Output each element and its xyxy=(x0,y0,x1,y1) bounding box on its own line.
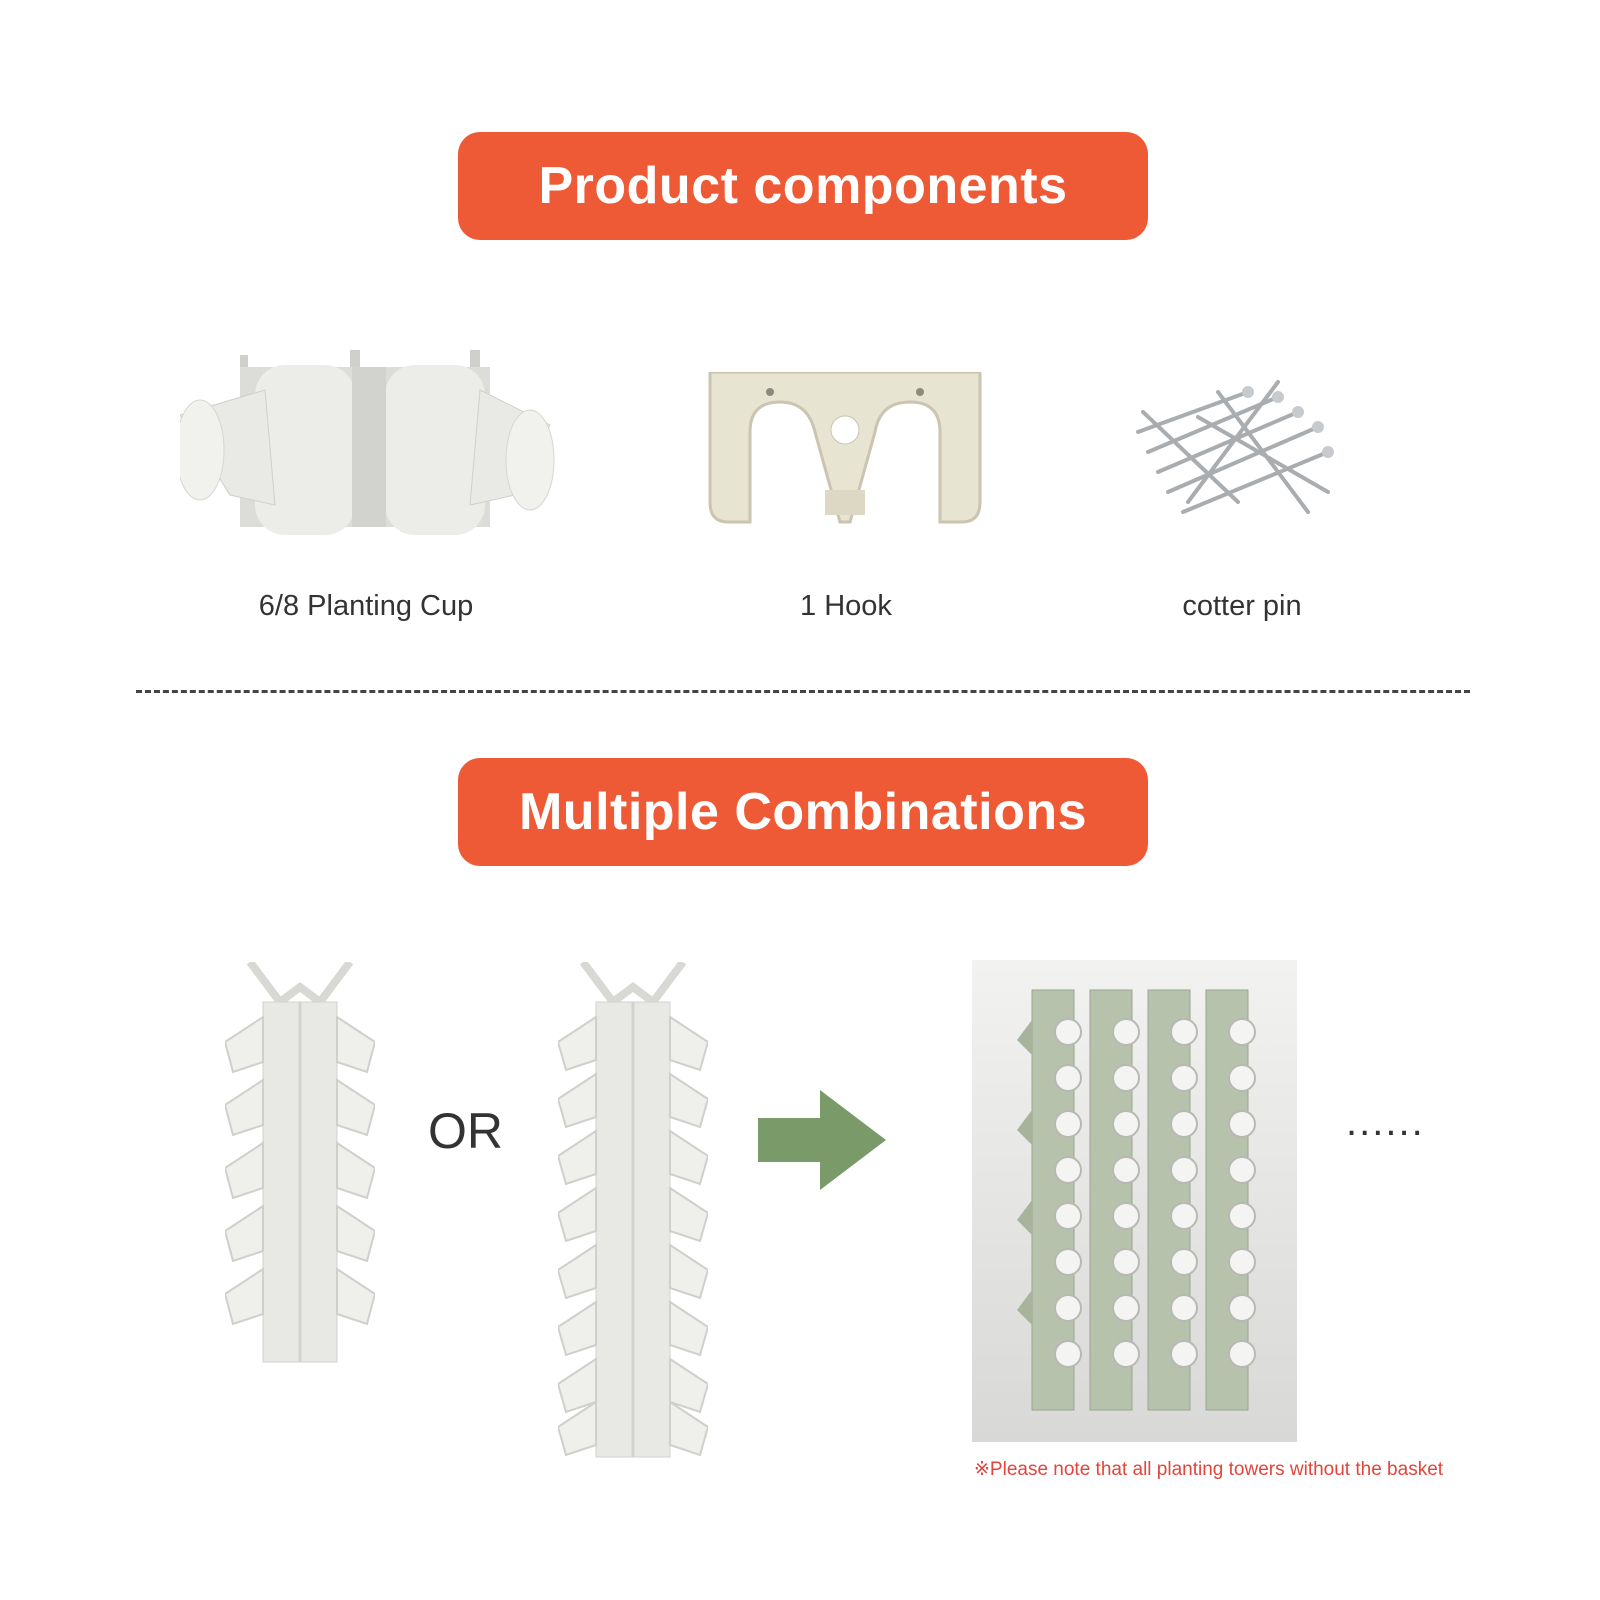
multiple-combinations-banner: Multiple Combinations xyxy=(458,758,1148,866)
tower-six-cup-icon xyxy=(225,962,375,1363)
hook-icon xyxy=(708,372,982,524)
component-label-hook: 1 Hook xyxy=(800,590,892,622)
section-divider xyxy=(136,690,1470,693)
component-label-cotter-pin: cotter pin xyxy=(1182,590,1302,622)
or-text: OR xyxy=(428,1103,503,1159)
combined-towers-photo xyxy=(972,960,1297,1442)
arrow-right-icon xyxy=(758,1090,886,1190)
product-components-banner: Product components xyxy=(458,132,1148,240)
basket-note: ※Please note that all planting towers wi… xyxy=(974,1459,1444,1480)
component-label-planting-cup: 6/8 Planting Cup xyxy=(258,590,474,622)
more-ellipsis: ...... xyxy=(1346,1100,1425,1144)
cotter-pin-icon xyxy=(1136,380,1334,514)
planting-cup-icon xyxy=(180,350,555,535)
tower-eight-cup-icon xyxy=(558,962,708,1458)
